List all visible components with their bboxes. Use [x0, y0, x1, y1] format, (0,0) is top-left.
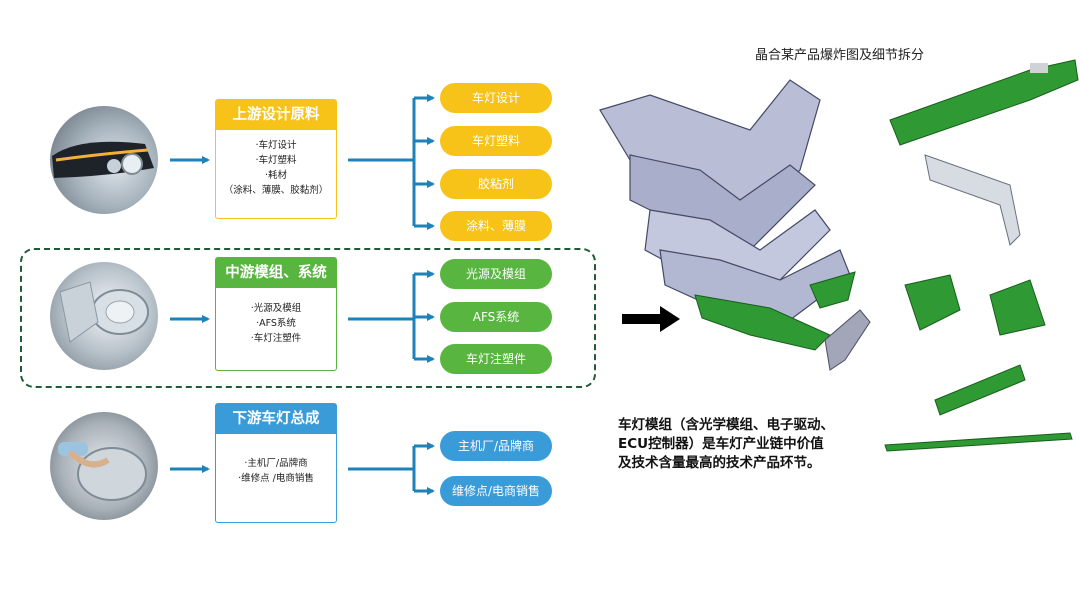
description-text: 车灯模组（含光学模组、电子驱动、 ECU控制器）是车灯产业链中价值 及技术含量最… [618, 416, 888, 473]
branch-pill-midstream: AFS系统 [440, 302, 552, 332]
midstream-items: ·光源及模组 ·AFS系统 ·车灯注塑件 [216, 288, 336, 346]
branch-pill-upstream: 车灯设计 [440, 83, 552, 113]
lamp-repair-image [58, 442, 147, 501]
upstream-items: ·车灯设计 ·车灯塑料 ·耗材 （涂料、薄膜、胶黏剂） [216, 130, 336, 198]
midstream-item: ·AFS系统 [256, 318, 296, 329]
upstream-box: 上游设计原料 ·车灯设计 ·车灯塑料 ·耗材 （涂料、薄膜、胶黏剂） [215, 99, 337, 219]
upstream-item: ·车灯设计 [255, 140, 297, 151]
exploded-view-caption: 晶合某产品爆炸图及细节拆分 [755, 48, 925, 63]
description-line: 及技术含量最高的技术产品环节。 [618, 455, 821, 471]
downstream-item: ·维修点 /电商销售 [238, 473, 314, 484]
branch-pill-upstream: 车灯塑料 [440, 126, 552, 156]
downstream-items: ·主机厂/品牌商 ·维修点 /电商销售 [216, 434, 336, 486]
lamp-module-image [59, 281, 149, 343]
headlamp-image [52, 141, 154, 178]
lamp-module-photo [50, 262, 158, 370]
branch-pill-upstream: 涂料、薄膜 [440, 211, 552, 241]
downstream-item: ·主机厂/品牌商 [244, 458, 308, 469]
upstream-title: 上游设计原料 [216, 100, 336, 130]
description-line: 车灯模组（含光学模组、电子驱动、 [618, 417, 834, 433]
pcb-parts-image [884, 59, 1079, 452]
downstream-title: 下游车灯总成 [216, 404, 336, 434]
branch-pill-midstream: 车灯注塑件 [440, 344, 552, 374]
branch-pill-midstream: 光源及模组 [440, 259, 552, 289]
exploded-view-image [599, 79, 871, 371]
upstream-item: （涂料、薄膜、胶黏剂） [223, 185, 329, 196]
right-arrow-icon [622, 306, 680, 332]
downstream-box: 下游车灯总成 ·主机厂/品牌商 ·维修点 /电商销售 [215, 403, 337, 523]
lamp-repair-photo [50, 412, 158, 520]
upstream-item: ·耗材 [264, 170, 288, 181]
headlamp-photo [50, 106, 158, 214]
midstream-highlight-frame [20, 248, 596, 388]
midstream-item: ·光源及模组 [250, 303, 302, 314]
midstream-item: ·车灯注塑件 [250, 333, 302, 344]
branch-pill-downstream: 主机厂/品牌商 [440, 431, 552, 461]
description-line: ECU控制器）是车灯产业链中价值 [618, 436, 824, 452]
branch-pill-upstream: 胶粘剂 [440, 169, 552, 199]
upstream-item: ·车灯塑料 [255, 155, 297, 166]
midstream-title: 中游模组、系统 [216, 258, 336, 288]
midstream-box: 中游模组、系统 ·光源及模组 ·AFS系统 ·车灯注塑件 [215, 257, 337, 371]
branch-pill-downstream: 维修点/电商销售 [440, 476, 552, 506]
